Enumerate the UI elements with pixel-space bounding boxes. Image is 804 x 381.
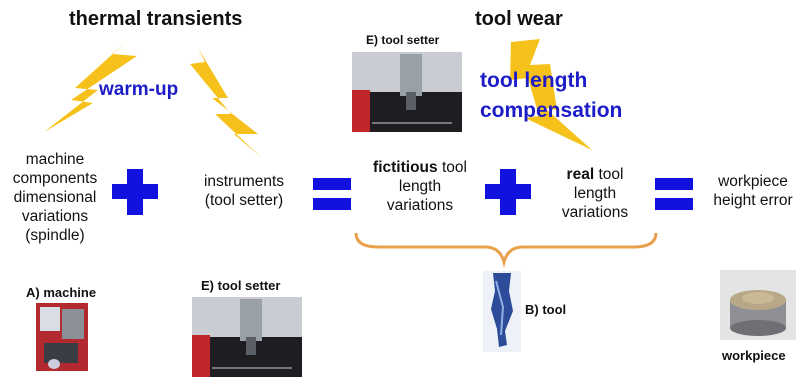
workpiece-line: workpiece [718,173,788,190]
workpiece-photo [720,270,796,340]
machine-line: variations [21,208,89,225]
curly-brace [354,232,658,268]
equals-icon [655,178,693,212]
lightning-bolt-icon [510,39,592,150]
real-tool-length-text: real tool length variations [540,165,650,222]
warm-up-label: warm-up [99,79,179,100]
fictitious-bold: fictitious [373,159,438,176]
plus-icon [112,169,158,215]
workpiece-line: height error [713,192,793,209]
instruments-text: instruments (tool setter) [188,172,300,210]
tlc-line-1: tool length [480,69,588,92]
machine-line: components [12,170,98,187]
workpiece-label: workpiece [722,348,786,363]
real-rest: tool [594,166,624,183]
fictitious-tool-length-text: fictitious tool length variations [360,158,480,215]
machine-components-text: machine components dimensional variation… [0,150,110,245]
tlc-line-2: compensation [480,99,623,122]
instruments-line: instruments [203,173,285,190]
machine-label: A) machine [26,285,97,300]
lightning-bolt-icon [190,48,262,158]
plus-icon [485,169,531,215]
workpiece-height-error-text: workpiece height error [703,172,803,210]
real-line: variations [561,204,629,221]
machine-photo [36,303,88,371]
thermal-transients-header: thermal transients [69,8,243,30]
tool-setter-top-label: E) tool setter [366,33,440,47]
tool-setter-top-photo [352,52,462,132]
machine-line: dimensional [13,189,97,206]
tool-wear-header: tool wear [475,8,563,30]
real-line: length [573,185,617,202]
fictitious-line: length [398,178,442,195]
real-bold: real [566,166,595,183]
fictitious-rest: tool [437,159,467,176]
machine-line: (spindle) [25,227,85,244]
machine-line: machine [25,151,85,168]
equals-icon [313,178,351,212]
instruments-line: (tool setter) [204,192,284,209]
lightning-bolt-icon [44,42,137,132]
tool-setter-bottom-label: E) tool setter [201,278,281,293]
tool-setter-bottom-photo [192,297,302,377]
tool-photo [483,271,521,352]
tool-label: B) tool [525,302,567,317]
tool-length-compensation-label: tool length compensation [480,66,622,126]
fictitious-line: variations [386,197,454,214]
